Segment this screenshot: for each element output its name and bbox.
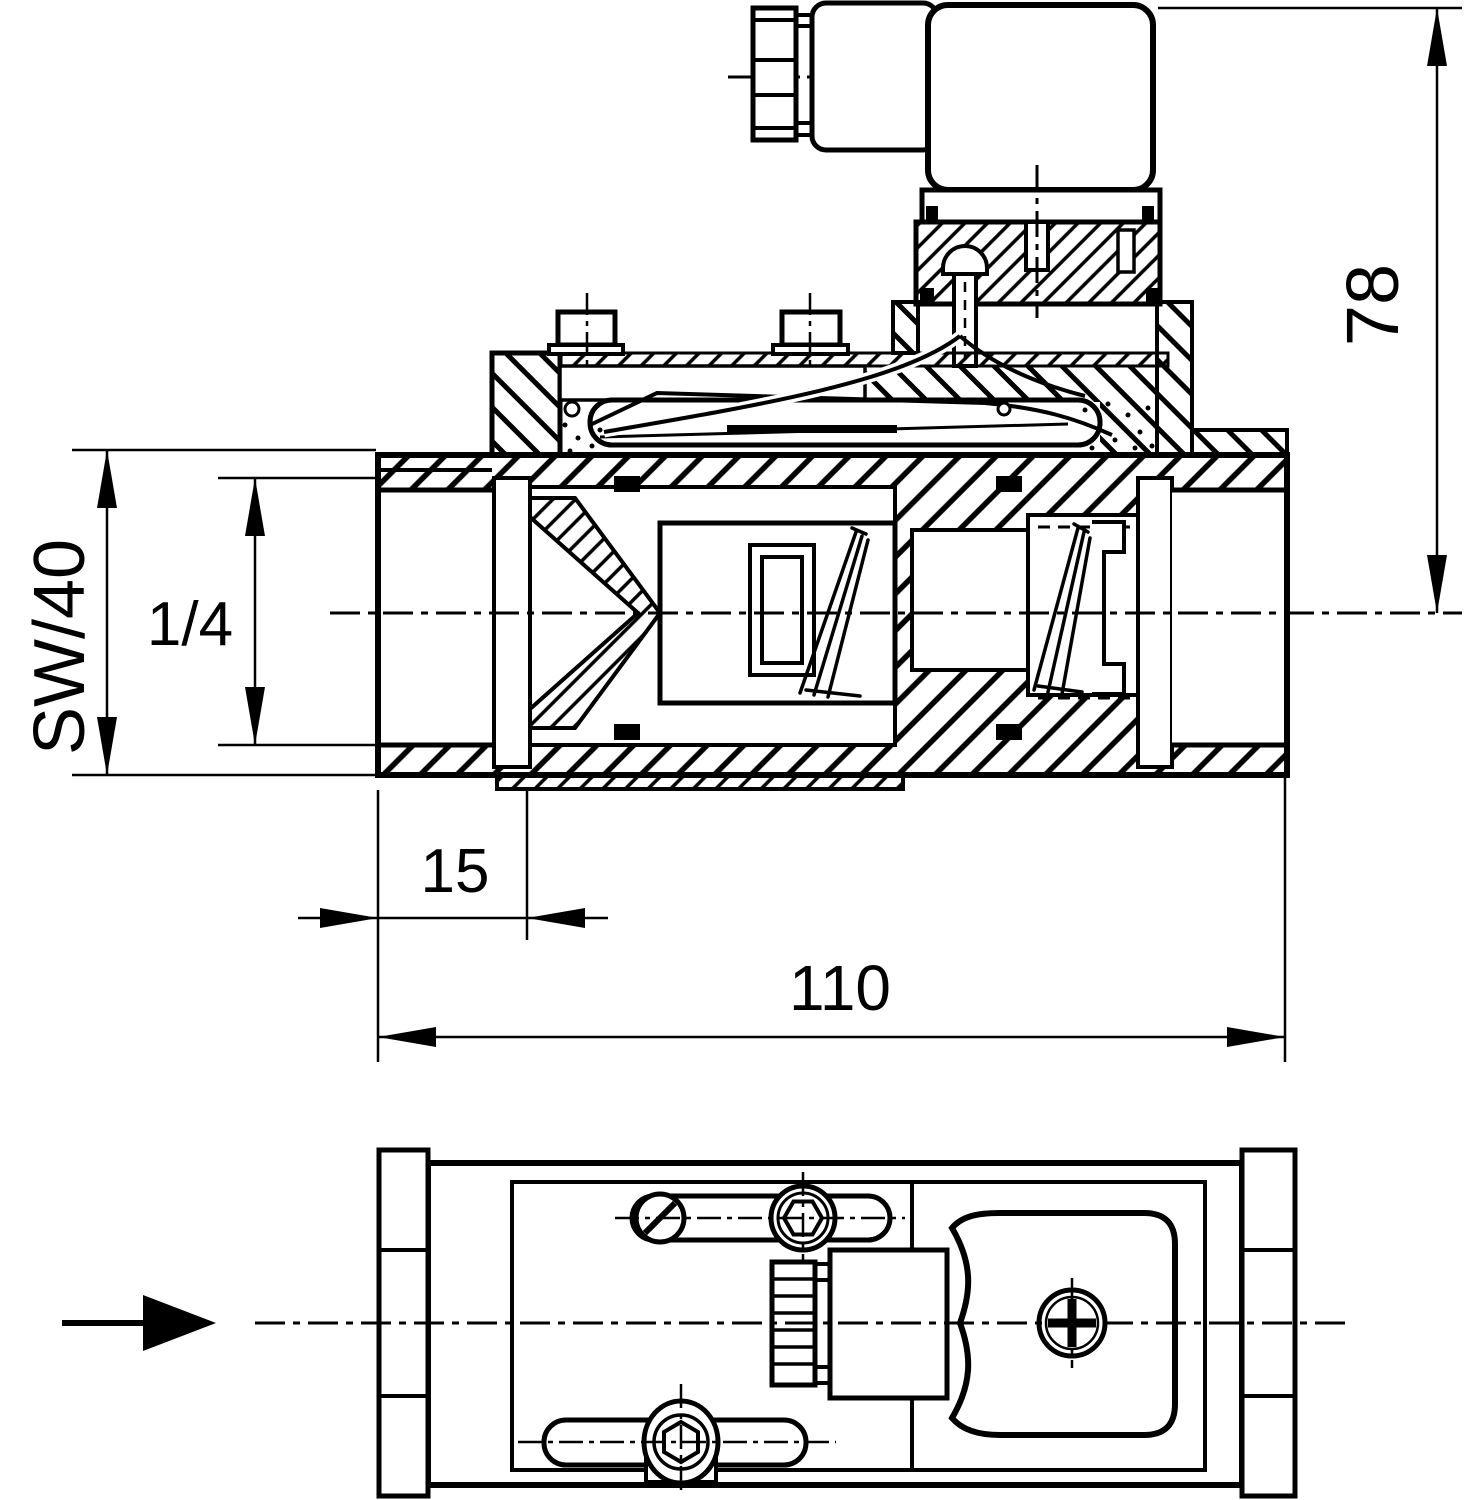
coil-flange xyxy=(919,187,1163,225)
dim-label-offset: 15 xyxy=(421,837,490,906)
inlet-thread-relief xyxy=(492,476,532,769)
plan-view xyxy=(62,1147,1348,1499)
spring-right xyxy=(1032,522,1092,696)
right-shoulder xyxy=(1190,428,1289,457)
dim-label-wrench: SW/40 xyxy=(20,539,100,755)
valve-body xyxy=(330,428,1462,791)
dim-label-length: 110 xyxy=(789,952,891,1024)
dim-length: 110 xyxy=(378,777,1287,1062)
dim-wrench-size: SW/40 xyxy=(20,448,376,777)
dim-height: 78 xyxy=(1158,6,1462,613)
plan-top-slot-assembly xyxy=(615,1172,905,1264)
seal-stipple xyxy=(562,401,1155,454)
mount-column-right xyxy=(1155,300,1194,457)
bonnet xyxy=(489,331,1192,458)
dim-port-size: 1/4 xyxy=(147,476,376,747)
mount-column-left xyxy=(891,300,920,355)
flow-direction-arrow xyxy=(62,1295,216,1351)
connector-plug xyxy=(809,0,940,153)
plug-chamber xyxy=(910,528,1040,672)
membrane-edge xyxy=(589,390,986,427)
cable-gland xyxy=(728,5,842,143)
dim-label-height: 78 xyxy=(1331,264,1414,346)
armature-block xyxy=(913,165,1163,368)
plan-bottom-slot-assembly xyxy=(518,1384,836,1496)
bottom-lip xyxy=(495,773,905,791)
armature-lever xyxy=(603,334,962,434)
bonnet-screw-right xyxy=(771,293,850,368)
inlet-bore xyxy=(380,490,494,745)
outlet-thread-relief xyxy=(1136,476,1174,769)
bonnet-screw-left xyxy=(547,293,625,368)
dim-offset: 15 xyxy=(298,790,608,1062)
section-view xyxy=(330,0,1462,791)
outlet-bore xyxy=(1172,490,1285,745)
spring-retainer xyxy=(1092,520,1126,696)
dim-label-port: 1/4 xyxy=(147,590,233,659)
solenoid-coil xyxy=(925,2,1156,193)
dimensions: SW/40 1/4 78 15 xyxy=(20,6,1462,1062)
